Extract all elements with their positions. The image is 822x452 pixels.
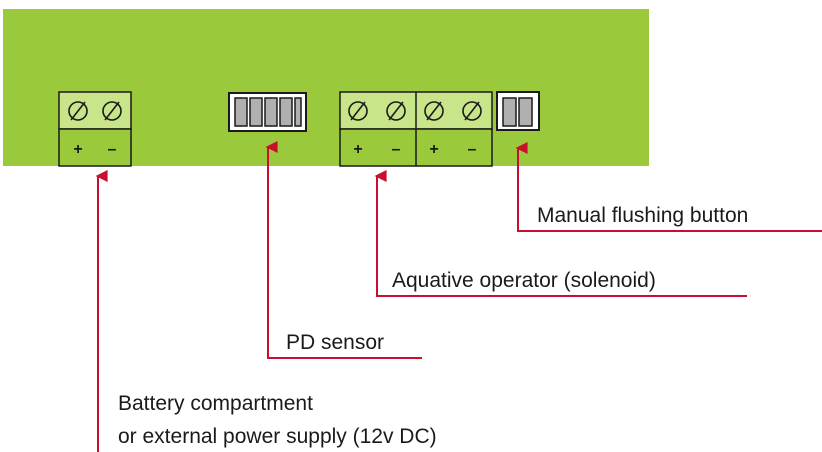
leader-line-flushing-button [515,142,822,232]
screw-icon [424,101,444,121]
screw-icon [68,101,88,121]
connector-pin [249,97,263,127]
label-battery-line2: or external power supply (12v DC) [118,425,437,448]
leader-line-aquative-operator [374,170,747,297]
label-battery-line1: Battery compartment [118,392,313,415]
screw-icon [102,101,122,121]
connector-pin [279,97,293,127]
leader-line-pd-sensor [265,141,422,359]
label-aquative-operator: Aquative operator (solenoid) [392,269,656,292]
screw-icon [386,101,406,121]
plus-label: + [73,141,82,158]
plus-label: + [353,141,362,158]
plus-label: + [429,141,438,158]
connector-pin [294,97,302,127]
screw-icon [348,101,368,121]
power-terminal-block: + – [58,91,132,167]
connector-pin [264,97,278,127]
screw-icon [462,101,482,121]
minus-label: – [108,141,117,158]
label-pd-sensor: PD sensor [286,331,384,354]
connector-pin [234,97,248,127]
pd-sensor-connector [228,92,307,132]
solenoid-terminal-block: + – + – [339,91,493,167]
label-manual-flushing-button: Manual flushing button [537,204,748,227]
minus-label: – [468,141,477,158]
connector-pin [502,97,517,127]
connector-pin [518,97,533,127]
minus-label: – [392,141,401,158]
flushing-button-connector [496,91,540,131]
